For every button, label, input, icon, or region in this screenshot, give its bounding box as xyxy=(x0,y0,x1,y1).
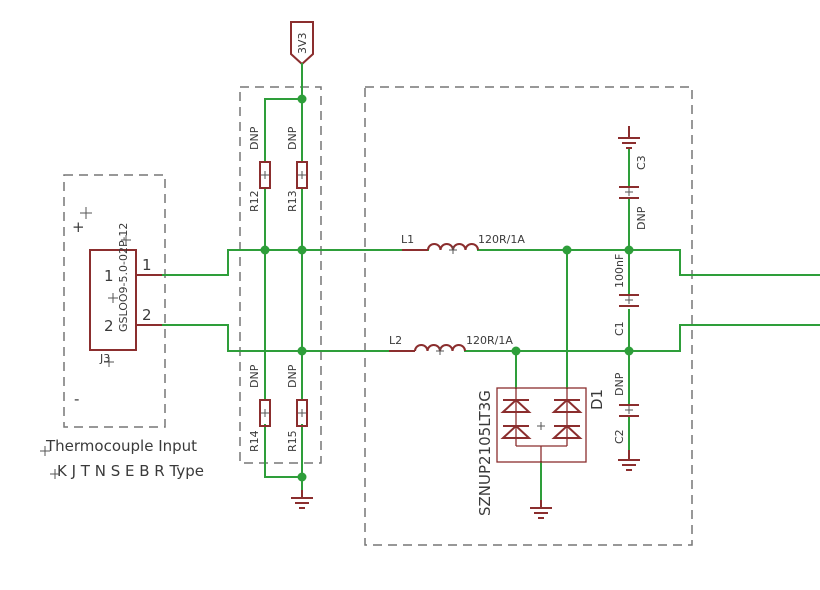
connector-frame xyxy=(63,174,166,428)
resistor-r13-value: DNP xyxy=(286,126,299,150)
capacitor-c2: DNP C2 xyxy=(613,372,639,444)
resistor-r14-ref: R14 xyxy=(248,430,261,452)
connector-pin-2: 2 xyxy=(104,317,114,335)
tvs-diode-ref: D1 xyxy=(588,389,606,410)
connector-pin-2-outer: 2 xyxy=(142,306,152,324)
connector-plus-sign: + xyxy=(72,218,85,236)
connector-caption-line-2: K J T N S E B R Type xyxy=(57,462,204,480)
filter-frame xyxy=(364,86,693,546)
resistor-r13: DNP R13 xyxy=(286,126,308,212)
tvs-diode-value: SZNUP2105LT3G xyxy=(476,390,494,516)
power-flag-3v3: 3V3 xyxy=(290,21,314,66)
tvs-diode-d1: D1 SZNUP2105LT3G xyxy=(476,387,606,516)
resistor-r13-ref: R13 xyxy=(286,190,299,212)
connector-value: GSLOO9-5.0-02P-12 xyxy=(117,223,130,332)
inductor-l1-ref: L1 xyxy=(401,233,414,246)
capacitor-c3: C3 DNP xyxy=(619,155,648,230)
inductor-l2-ref: L2 xyxy=(389,334,402,347)
connector-pin-1-outer: 1 xyxy=(142,256,152,274)
resistor-r12-ref: R12 xyxy=(248,190,261,212)
ground-c3 xyxy=(618,126,640,149)
wires xyxy=(161,63,820,501)
ground-tvs xyxy=(530,500,552,519)
ground-pulldown xyxy=(291,490,313,509)
capacitor-c1: 100nF C1 xyxy=(613,254,639,336)
inductor-l1: L1 120R/1A xyxy=(401,233,525,254)
resistor-r14-value: DNP xyxy=(248,364,261,388)
connector-ref: J3 xyxy=(99,352,110,365)
inductor-l2-value: 120R/1A xyxy=(466,334,513,347)
capacitor-c3-ref: C3 xyxy=(635,155,648,170)
connector-j3: 1 2 1 2 GSLOO9-5.0-02P-12 J3 + - xyxy=(72,207,162,408)
inductor-l2: L2 120R/1A xyxy=(389,334,513,355)
resistor-r12: DNP R12 xyxy=(248,126,271,212)
capacitor-c2-value: DNP xyxy=(613,372,626,396)
connector-minus-sign: - xyxy=(74,390,79,408)
connector-pin-1: 1 xyxy=(104,267,114,285)
resistor-r12-value: DNP xyxy=(248,126,261,150)
capacitor-c1-value: 100nF xyxy=(613,254,626,288)
inductor-l1-value: 120R/1A xyxy=(478,233,525,246)
capacitor-c3-value: DNP xyxy=(635,206,648,230)
power-flag-label: 3V3 xyxy=(296,32,309,54)
resistor-r15-value: DNP xyxy=(286,364,299,388)
ground-c2 xyxy=(618,450,640,471)
connector-caption-line-1: Thermocouple Input xyxy=(45,437,197,455)
capacitor-c2-ref: C2 xyxy=(613,429,626,444)
resistor-r15: DNP R15 xyxy=(286,364,308,452)
junctions xyxy=(260,94,634,482)
resistor-r14: DNP R14 xyxy=(248,364,271,452)
resistor-r15-ref: R15 xyxy=(286,430,299,452)
pullup-frame xyxy=(239,86,322,464)
capacitor-c1-ref: C1 xyxy=(613,321,626,336)
